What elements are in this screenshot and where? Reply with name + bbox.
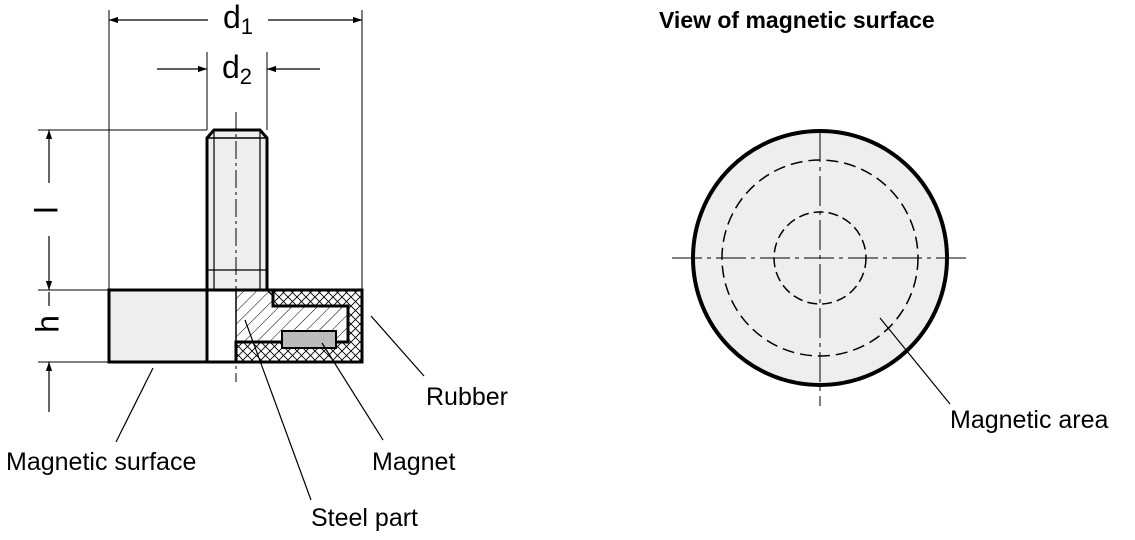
magnet-body-outline	[107, 288, 209, 364]
leader-magnetic-area	[879, 317, 951, 405]
callout-magnetic-area: Magnetic area	[950, 406, 1109, 434]
dimension-label-d1: d1	[223, 0, 253, 39]
callout-magnet: Magnet	[372, 448, 455, 476]
threaded-stud	[205, 128, 269, 290]
dimension-l: l	[28, 129, 207, 291]
face-view-title: View of magnetic surface	[659, 7, 935, 33]
callout-magnetic-surface: Magnetic surface	[6, 448, 196, 476]
face-view: View of magnetic surface Magnetic area	[659, 7, 1109, 434]
side-section-view: d1 d2 l h Rubber	[6, 0, 508, 532]
dimension-label-l: l	[28, 206, 64, 213]
callout-rubber: Rubber	[426, 383, 508, 411]
magnet-insert	[281, 330, 337, 349]
leader-magnet	[321, 342, 384, 441]
dimension-label-d2: d2	[222, 49, 252, 89]
dimension-d2: d2	[157, 49, 320, 130]
leader-steel-part	[244, 319, 312, 501]
leader-magnetic-surface	[115, 367, 154, 443]
dimension-d1: d1	[108, 0, 363, 290]
leader-rubber	[370, 315, 425, 377]
dimension-h: h	[29, 292, 109, 412]
dimension-label-h: h	[29, 315, 65, 333]
callout-steel-part: Steel part	[311, 504, 418, 532]
